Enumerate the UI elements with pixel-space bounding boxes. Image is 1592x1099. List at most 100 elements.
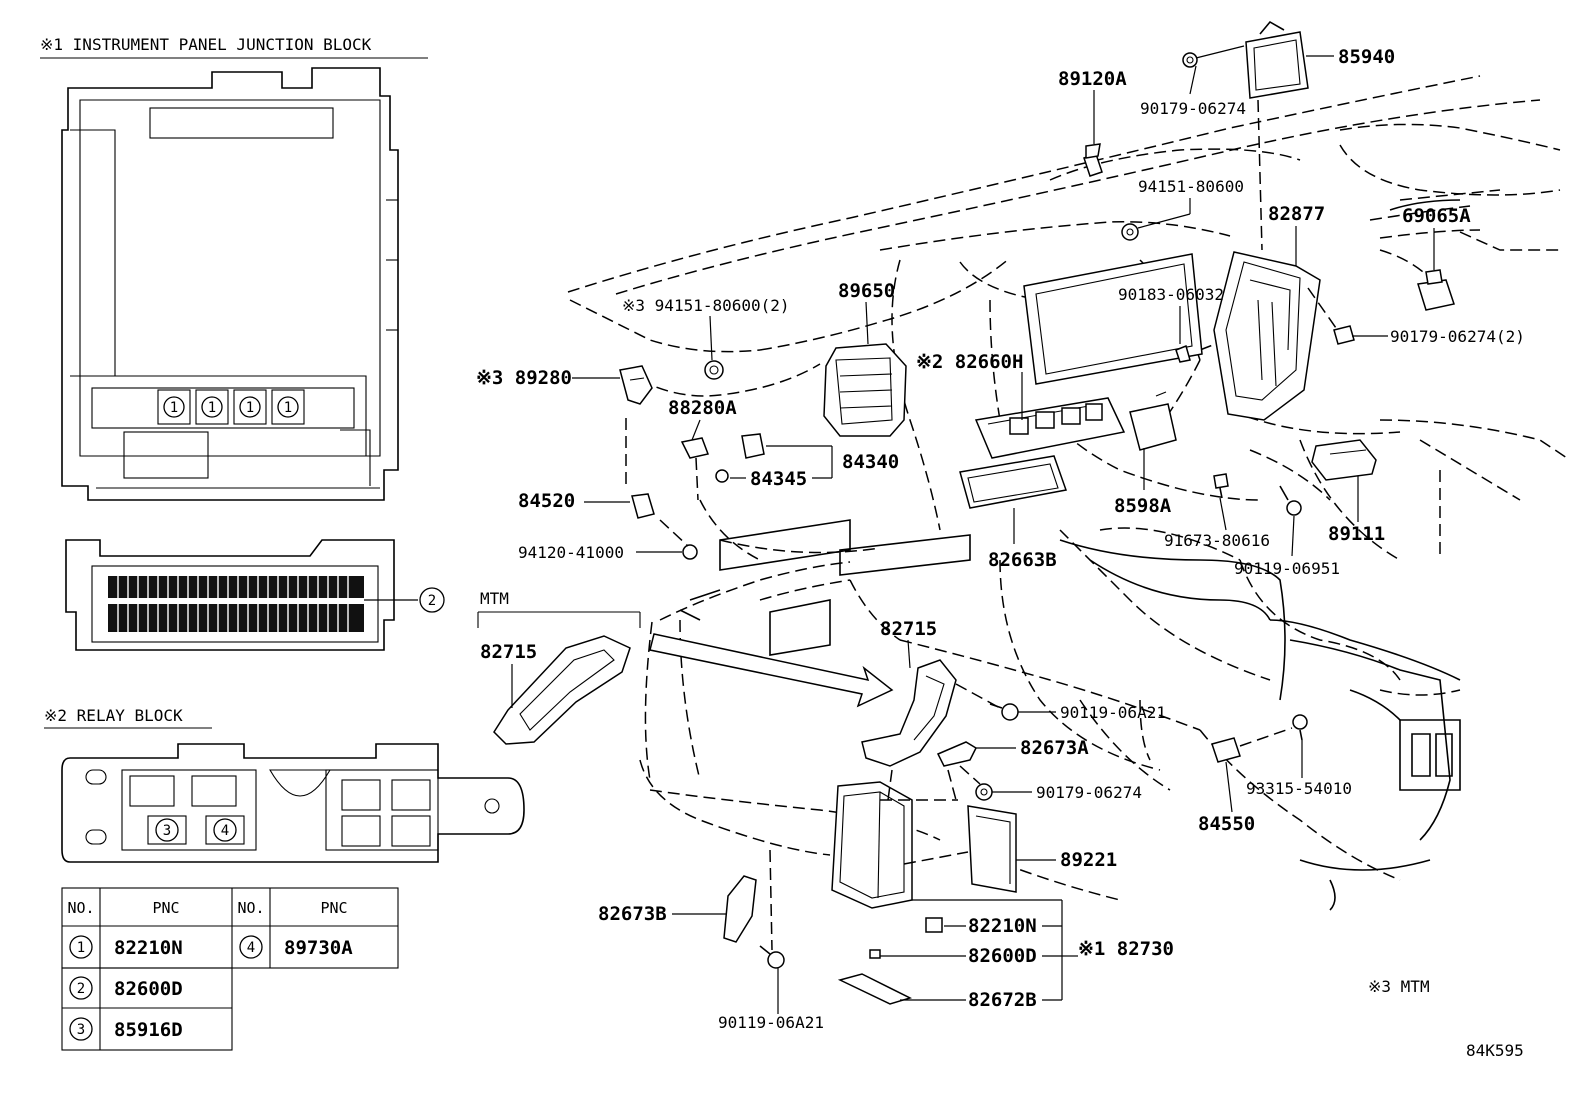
part-label-90119-06a21-bottom: 90119-06A21 [718,1013,824,1032]
center-display [1023,253,1203,385]
table-cell-pnc: 89730A [284,937,353,959]
part-82672b-cover [837,973,913,1005]
part-82730-junction-block [831,781,913,909]
table-cell-pnc: 82210N [114,937,183,959]
part-label-82663b: 82663B [988,549,1057,571]
table-header: PNC [152,899,179,917]
table-header: NO. [237,899,264,917]
part-label-90119-06a21: 90119-06A21 [1060,703,1166,722]
part-label-91673-80616: 91673-80616 [1164,531,1270,550]
junction-block-top-view: 1 1 1 1 [61,67,399,501]
part-82715-bracket [861,659,957,767]
callout-number: 4 [221,823,229,839]
part-82673b-bracket [723,875,757,943]
part-label-89111: 89111 [1328,523,1385,545]
part-label-89221: 89221 [1060,849,1117,871]
part-label-89650: 89650 [838,280,895,302]
part-label-82600d: 82600D [968,945,1037,967]
part-label-82877: 82877 [1268,203,1325,225]
part-label-82673a: 82673A [1020,737,1089,759]
callout-circle-1 [239,396,261,418]
table-cell-pnc: 85916D [114,1019,183,1041]
part-84520-switch [631,493,655,519]
part-label-69065a: 69065A [1402,205,1471,227]
part-82877-bracket [1213,251,1321,421]
junction-block-caption: ※1 INSTRUMENT PANEL JUNCTION BLOCK [40,35,372,54]
part-label-90179-06274-2: 90179-06274(2) [1390,327,1525,346]
callout-number: 1 [246,400,254,416]
part-85940-module [1182,20,1309,99]
diagram-reference-code: 84K595 [1466,1041,1524,1060]
part-82600d-fuse [869,949,881,959]
part-label-82673b: 82673B [598,903,667,925]
part-89221-module [967,805,1017,893]
lower-panel-trim [679,519,971,656]
callout-circle-1 [201,396,223,418]
table-cell-no: 2 [77,981,85,997]
center-console [1059,199,1461,911]
callout-number: 2 [428,593,436,609]
part-label-94120-41000: 94120-41000 [518,543,624,562]
part-bolt-90119-bottom [759,945,785,969]
part-label-90179-06274-mid: 90179-06274 [1036,783,1142,802]
part-label-94151-80600-2: ※3 94151-80600(2) [622,296,790,315]
callout-circle-4 [213,818,237,842]
part-label-90179-06274: 90179-06274 [1140,99,1246,118]
part-label-84550: 84550 [1198,813,1255,835]
part-label-85940: 85940 [1338,46,1395,68]
part-label-82730: ※1 82730 [1078,938,1174,960]
part-89120a-sensor [1083,143,1103,177]
mtm-note: ※3 MTM [1368,977,1430,996]
part-89650-module [823,343,907,437]
callout-circle-1 [163,396,185,418]
part-82660h-relay-block [974,397,1126,459]
part-82210n-relay [925,917,943,933]
part-label-90119-06951: 90119-06951 [1234,559,1340,578]
callout-number: 1 [170,400,178,416]
part-nut-94120 [682,544,698,560]
part-clip-94151-left [704,360,724,380]
table-cell-no: 1 [77,940,85,956]
part-label-84345: 84345 [750,468,807,490]
callout-number: 3 [163,823,171,839]
part-label-89280: ※3 89280 [476,367,572,389]
part-screw-93315 [1292,714,1308,741]
callout-circle-1 [277,396,299,418]
part-clip-90183 [1175,344,1191,363]
part-label-82715: 82715 [880,618,937,640]
junction-block-side-view: 2 [65,539,445,651]
part-clip-90179-mid [975,783,993,801]
part-84550-sensor [1211,737,1241,763]
part-label-90183-06032: 90183-06032 [1118,285,1224,304]
part-label-88280a: 88280A [668,397,737,419]
part-88280a-sensor [680,433,765,459]
relay-block-panel: ※2 RELAY BLOCK 3 4 [44,706,525,863]
pnc-table: NO. PNC NO. PNC 1 82210N 4 89730A 2 8260… [61,887,399,1051]
part-82673a-bracket [936,741,977,767]
part-label-82715-mtm: 82715 [480,641,537,663]
part-bolt-90119 [1279,485,1302,516]
part-label-84520: 84520 [518,490,575,512]
table-cell-no: 3 [77,1022,85,1038]
part-label-84340: 84340 [842,451,899,473]
table-cell-no: 4 [247,940,255,956]
part-clip-90179-right [1333,325,1355,345]
part-84345-clip [715,469,729,483]
part-labels: 85940 90179-06274 89120A 94151-80600 828… [476,46,1525,1060]
part-bolt-91673 [1213,473,1229,499]
part-89111-sensor [1311,439,1377,481]
callout-circle-2 [419,587,445,613]
callout-number: 1 [208,400,216,416]
part-label-93315-54010: 93315-54010 [1246,779,1352,798]
callout-number: 1 [284,400,292,416]
callout-circle-3 [155,818,179,842]
part-clip-94151 [1121,223,1139,241]
junction-block-panel: ※1 INSTRUMENT PANEL JUNCTION BLOCK 1 1 [40,35,445,651]
part-label-89120a: 89120A [1058,68,1127,90]
part-label-82660h: ※2 82660H [916,351,1023,373]
mtm-caption: MTM [480,589,509,608]
part-label-94151-80600: 94151-80600 [1138,177,1244,196]
part-82663b-block [959,455,1067,509]
part-label-8598a: 8598A [1114,495,1172,517]
